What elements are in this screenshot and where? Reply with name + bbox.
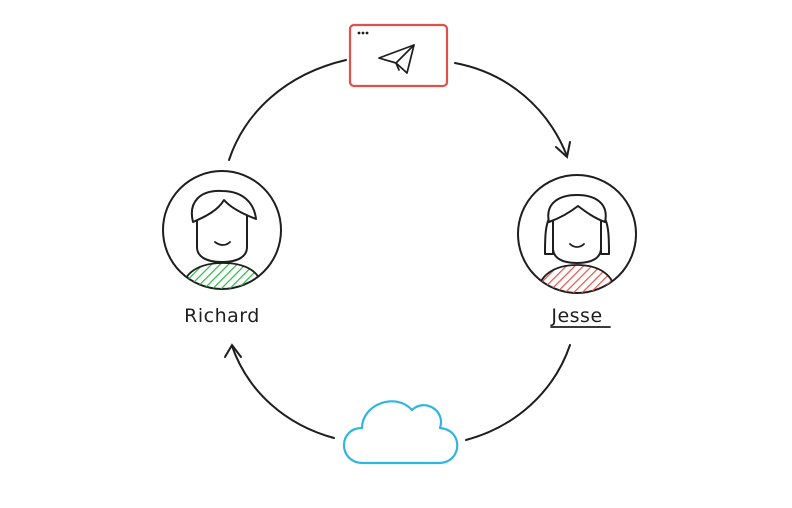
arc-top-right [454, 62, 568, 157]
arrowhead-top-right [555, 141, 571, 159]
arrowhead-bottom-left [224, 343, 242, 358]
person-jesse: Jesse [517, 174, 637, 328]
arc-bottom-left [231, 345, 335, 439]
male-avatar-icon [162, 170, 282, 290]
person-name-jesse: Jesse [550, 305, 602, 327]
cloud-icon [342, 400, 459, 465]
arc-left-top [228, 59, 347, 161]
send-paper-plane-icon [378, 44, 415, 74]
send-window [348, 23, 449, 88]
cycle-arrows [224, 59, 571, 441]
person-richard: Richard [162, 170, 282, 327]
female-avatar-icon [517, 174, 637, 294]
arc-right-bottom [465, 344, 571, 441]
person-name-richard: Richard [184, 305, 260, 327]
